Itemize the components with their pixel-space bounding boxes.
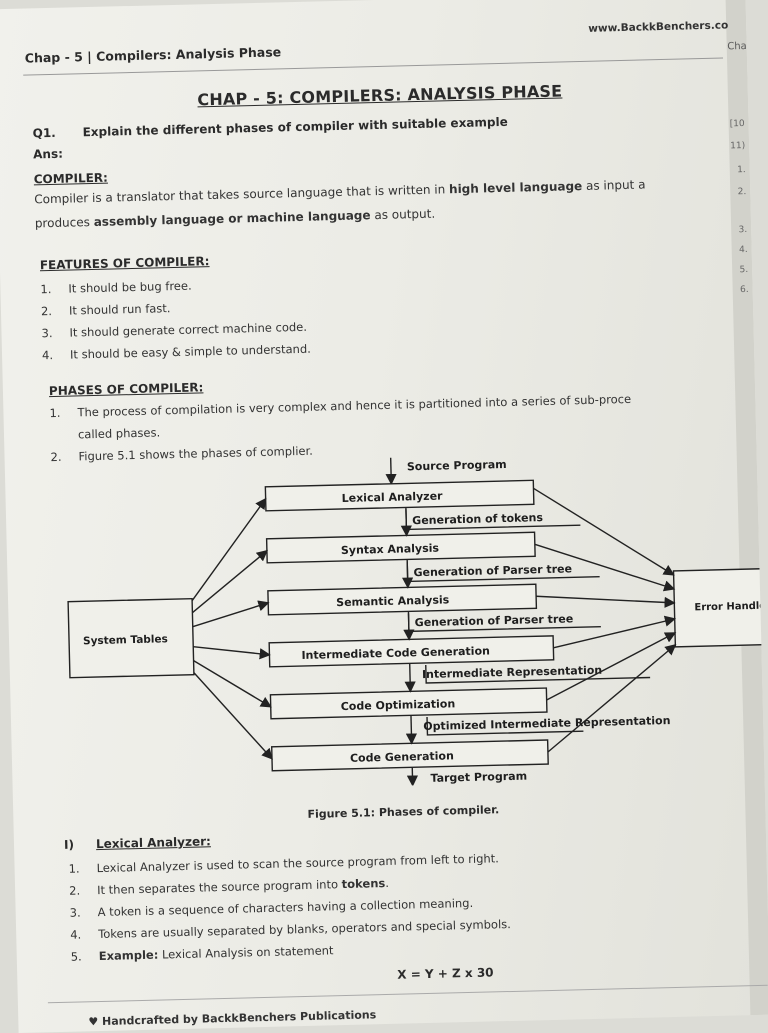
phases-heading: PHASES OF COMPILER:	[49, 380, 204, 398]
lexical-item-3-number: 3.	[70, 905, 81, 919]
error-handler-label: Error Handler	[694, 601, 768, 614]
lexical-item-2-number: 2.	[69, 883, 80, 897]
feature-4-text: It should be easy & simple to understand…	[70, 342, 311, 362]
lexical-item-4-number: 4.	[70, 927, 81, 941]
question-text: Explain the different phases of compiler…	[82, 115, 507, 139]
feature-1-text: It should be bug free.	[68, 279, 192, 296]
output-label-5: Optimized Intermediate Representation	[423, 714, 671, 733]
corner-tab: Cha	[727, 41, 747, 52]
margin-note-2: 11)	[730, 141, 745, 151]
margin-note-8: 6.	[740, 285, 749, 295]
phases-item-1-line-2: called phases.	[78, 425, 160, 441]
compiler-line-1-text: Compiler is a translator that takes sour…	[34, 182, 449, 206]
lexical-item-5-text: Example: Lexical Analysis on statement	[99, 943, 334, 963]
lexical-item-2-bold: tokens	[342, 876, 386, 891]
output-label-2: Generation of Parser tree	[413, 562, 572, 579]
margin-note-4: 2.	[738, 187, 747, 197]
margin-note-3: 1.	[737, 165, 746, 175]
output-label-3: Generation of Parser tree	[415, 612, 574, 629]
compiler-line-1: Compiler is a translator that takes sour…	[34, 177, 646, 206]
feature-3-text: It should generate correct machine code.	[69, 320, 307, 340]
phases-diagram: Source Program Lexical Analyzer Syntax A…	[44, 437, 768, 794]
example-statement: X = Y + Z x 30	[397, 965, 494, 981]
compiler-line-2-bold: assembly language or machine language	[94, 208, 371, 229]
lexical-item-5-tail: Lexical Analysis on statement	[158, 943, 333, 961]
target-program-label: Target Program	[430, 770, 527, 785]
feature-2-number: 2.	[41, 304, 52, 318]
lexical-analyzer-label: Lexical Analyzer	[341, 490, 443, 505]
lexical-item-2-text: It then separates the source program int…	[97, 876, 389, 897]
compiler-line-2-text: produces	[35, 215, 94, 230]
system-tables-label: System Tables	[83, 633, 168, 647]
lexical-item-3-text: A token is a sequence of characters havi…	[98, 896, 474, 919]
output-label-1: Generation of tokens	[412, 511, 543, 527]
question-number: Q1.	[32, 126, 55, 141]
compiler-line-2-tail: as output.	[370, 207, 435, 223]
compiler-line-2: produces assembly language or machine la…	[35, 207, 436, 231]
lexical-item-5-bold: Example:	[99, 948, 159, 963]
lexical-section-numeral: I)	[64, 838, 74, 852]
lexical-section-heading: Lexical Analyzer:	[96, 834, 211, 851]
compiler-heading: COMPILER:	[34, 171, 108, 187]
figure-caption: Figure 5.1: Phases of compiler.	[103, 798, 703, 826]
margin-note-6: 4.	[739, 245, 748, 255]
chapter-header: Chap - 5 | Compilers: Analysis Phase	[25, 44, 282, 65]
feature-2-text: It should run fast.	[69, 301, 171, 317]
feature-4-number: 4.	[42, 348, 53, 362]
website-link[interactable]: www.BackkBenchers.co	[588, 19, 728, 34]
compiler-line-1-tail: as input a	[582, 177, 646, 193]
lexical-item-4-text: Tokens are usually separated by blanks, …	[98, 917, 511, 941]
feature-3-number: 3.	[41, 326, 52, 340]
compiler-line-1-bold: high level language	[449, 179, 582, 196]
features-heading: FEATURES OF COMPILER:	[40, 254, 210, 272]
output-label-4: Intermediate Representation	[422, 664, 602, 681]
lexical-item-1-number: 1.	[68, 861, 79, 875]
source-program-label: Source Program	[407, 458, 507, 473]
answer-label: Ans:	[33, 147, 63, 162]
syntax-analysis-label: Syntax Analysis	[341, 542, 440, 557]
page-title: CHAP - 5: COMPILERS: ANALYSIS PHASE	[0, 77, 764, 115]
phases-item-1-number: 1.	[49, 406, 60, 420]
footer-divider	[48, 985, 768, 1004]
margin-note-5: 3.	[739, 225, 748, 235]
lexical-item-1-text: Lexical Analyzer is used to scan the sou…	[96, 851, 499, 875]
semantic-analysis-label: Semantic Analysis	[336, 593, 450, 609]
footer-text: ♥ Handcrafted by BackkBenchers Publicati…	[88, 1008, 376, 1028]
source-arrow	[391, 458, 392, 484]
margin-notes: [10 11) 1. 2. 3. 4. 5. 6.	[0, 0, 745, 9]
lexical-item-2-tail: .	[385, 876, 389, 890]
lexical-item-5-number: 5.	[71, 949, 82, 963]
code-generation-label: Code Generation	[350, 749, 454, 765]
feature-1-number: 1.	[40, 282, 51, 296]
margin-note-1: [10	[730, 119, 745, 129]
margin-note-7: 5.	[739, 265, 748, 275]
lexical-item-2-lead: It then separates the source program int…	[97, 877, 342, 897]
